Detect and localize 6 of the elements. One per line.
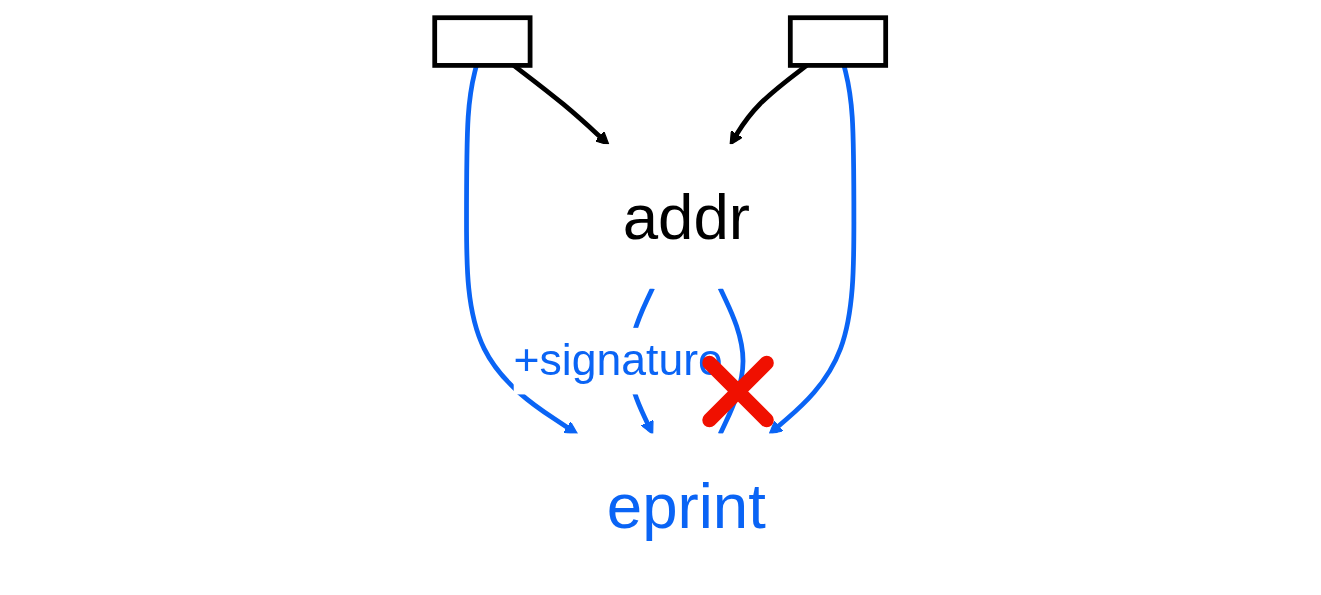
node-text: addr <box>623 181 751 252</box>
node-text: eprint <box>607 470 767 541</box>
connector <box>718 286 746 436</box>
node-box <box>788 15 889 68</box>
node-box <box>432 15 533 68</box>
edge-label: +signature <box>513 335 724 385</box>
